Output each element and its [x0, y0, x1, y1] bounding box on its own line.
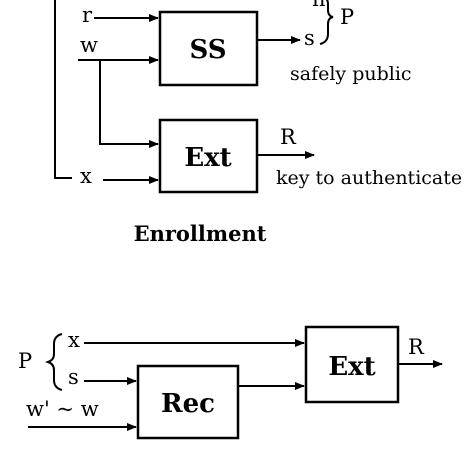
enrollment-caption: Enrollment	[134, 221, 267, 246]
ss-box	[158, 10, 259, 87]
rep-ext-box-label: Ext	[328, 352, 375, 382]
rep-input-x-label: x	[68, 328, 80, 352]
safely-public-note: safely public	[290, 63, 412, 85]
enroll-ext-box	[158, 118, 259, 194]
reproduction-section: Ext Rec P x s w' ~ w R	[18, 325, 443, 440]
rec-box	[136, 364, 240, 440]
input-x-label: x	[80, 164, 92, 188]
enrollment-section: SS Ext r w x h s P safely public R key t…	[54, 0, 462, 246]
rep-output-r-label: R	[408, 335, 425, 359]
rec-box-label: Rec	[161, 389, 215, 419]
ss-box-label: SS	[190, 35, 227, 65]
enroll-ext-box-label: Ext	[184, 143, 231, 173]
enroll-brace	[319, 0, 334, 45]
rep-input-s-label: s	[68, 365, 79, 389]
x-loop-line	[54, 0, 72, 179]
input-r-label: r	[82, 3, 93, 27]
input-w-label: w	[80, 33, 98, 57]
rep-brace-label: P	[18, 349, 32, 373]
rep-input-wprime-label: w' ~ w	[26, 397, 99, 421]
key-note: key to authenticate	[276, 167, 462, 189]
enroll-output-r-label: R	[280, 125, 297, 149]
w-to-ext-arrow	[99, 60, 159, 148]
rep-brace	[44, 333, 63, 391]
output-h-label: h	[312, 0, 326, 11]
enroll-brace-label: P	[340, 5, 354, 29]
output-s-label: s	[304, 26, 315, 50]
